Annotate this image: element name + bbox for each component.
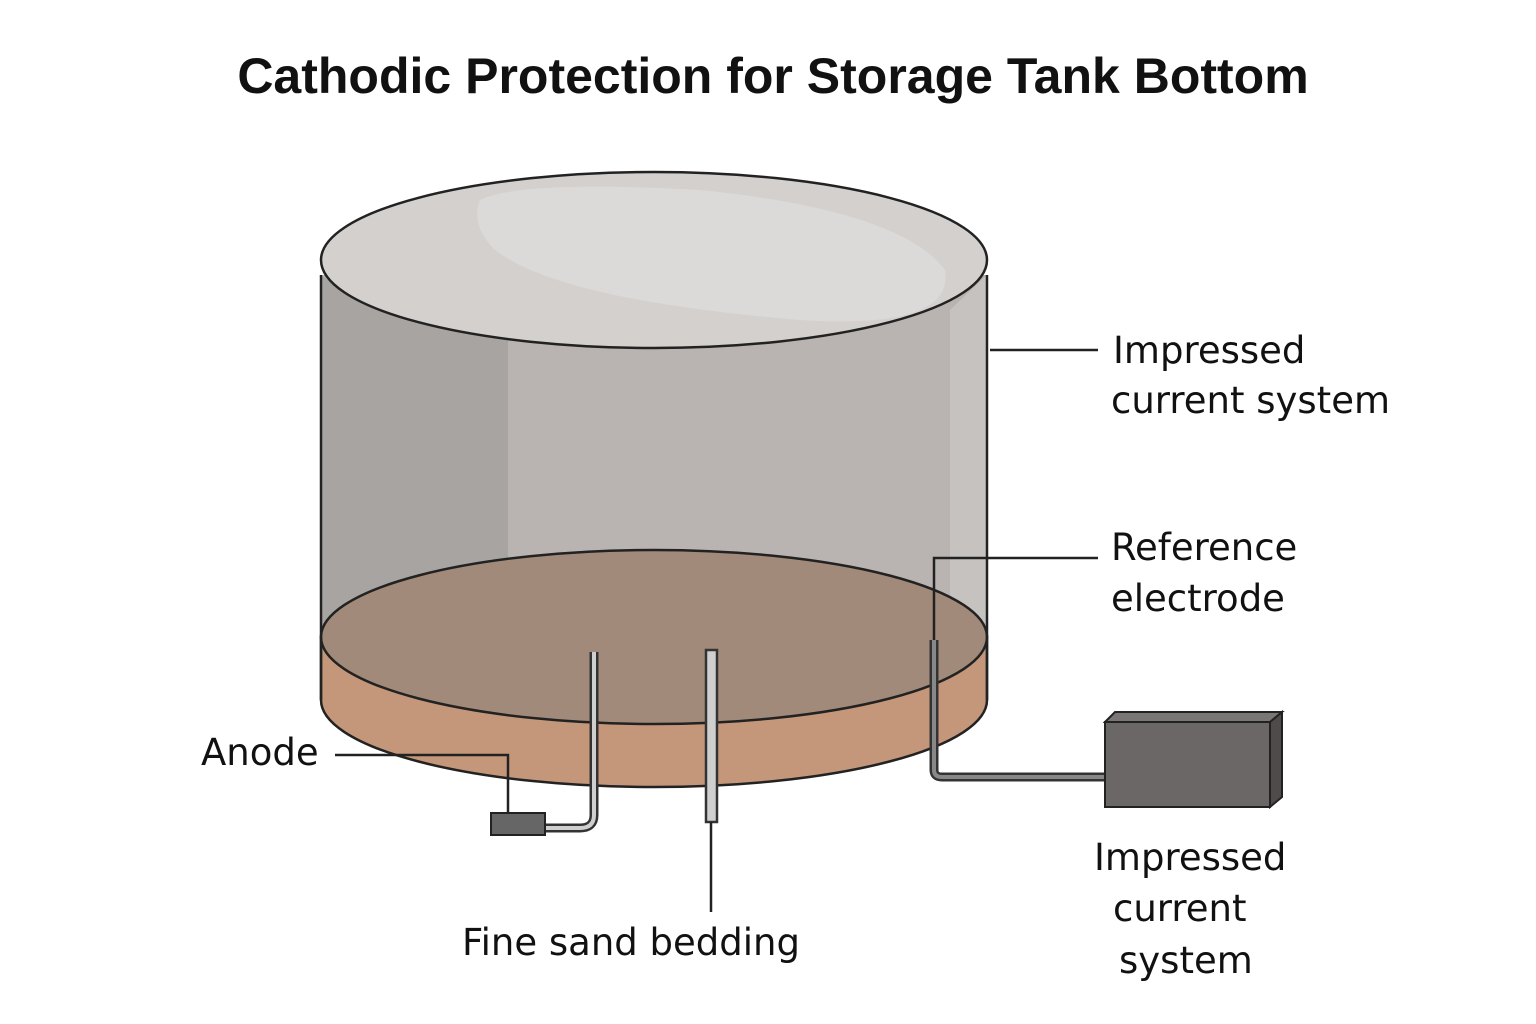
anode-leader	[335, 753, 510, 813]
sand-rod	[704, 648, 719, 912]
label-sand: Fine sand bedding	[462, 921, 800, 964]
storage-tank	[319, 170, 989, 726]
label-impressed-box-1: Impressed	[1094, 836, 1286, 879]
diagram-title: Cathodic Protection for Storage Tank Bot…	[237, 48, 1308, 104]
label-impressed-box-2: current	[1113, 887, 1246, 930]
label-impressed-box-3: system	[1119, 939, 1253, 982]
anode	[490, 652, 599, 836]
label-reference-2: electrode	[1111, 577, 1285, 620]
label-impressed-top-2: current system	[1111, 379, 1390, 422]
label-reference-1: Reference	[1111, 526, 1297, 569]
rectifier-box	[1102, 709, 1285, 810]
reference-electrode	[929, 556, 1105, 782]
label-anode: Anode	[201, 731, 319, 774]
tank-floor	[319, 548, 989, 726]
label-impressed-top-1: Impressed	[1113, 329, 1305, 372]
